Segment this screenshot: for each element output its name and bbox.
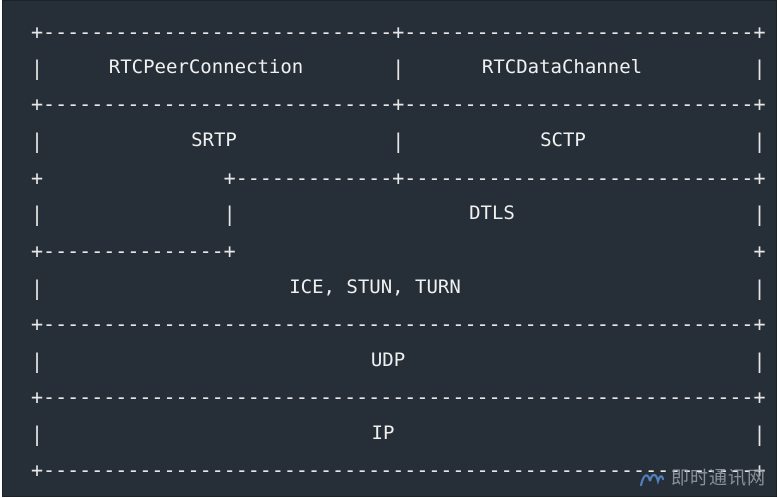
ascii-border-row: | | [31,349,766,373]
ascii-border-row: +---------------+ + [31,239,766,263]
ascii-border-row: +---------------------------------------… [31,312,766,336]
layer-label-ip: IP [371,422,395,444]
layer-label-rtcpeerconnection: RTCPeerConnection [108,56,304,78]
ascii-border-row: | | | [31,129,766,153]
layer-label-udp: UDP [370,349,406,371]
ascii-border-row: + +-------------+-----------------------… [31,166,766,190]
layer-label-ice-stun-turn: ICE, STUN, TURN [289,276,461,298]
ascii-border-row: +-----------------------------+---------… [31,20,766,44]
ascii-border-row: | | [31,422,766,446]
ascii-border-row: +---------------------------------------… [31,385,766,409]
layer-label-sctp: SCTP [540,129,586,151]
ascii-border-row: | | | [31,56,766,80]
ascii-border-row: | | | [31,202,766,226]
ascii-border-row: | | [31,276,766,300]
ascii-border-row: +---------------------------------------… [31,458,766,482]
layer-label-rtcdatachannel: RTCDataChannel [481,56,643,78]
ascii-border-row: +-----------------------------+---------… [31,92,766,116]
layer-label-dtls: DTLS [469,202,515,224]
layer-label-srtp: SRTP [191,129,237,151]
